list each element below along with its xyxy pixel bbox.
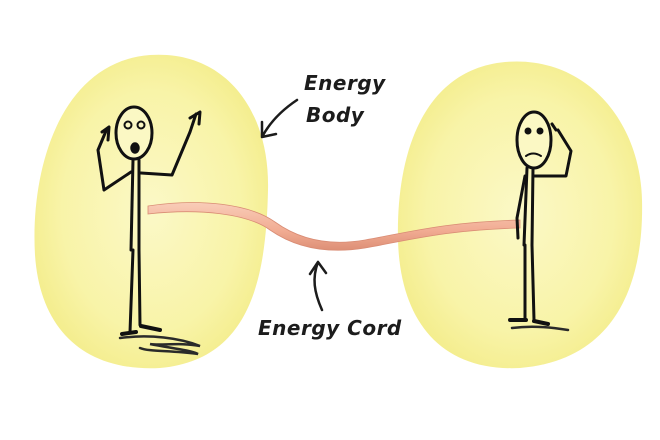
energy-cord-label: Energy Cord bbox=[258, 316, 402, 340]
energy-body-label-line1: Energy bbox=[304, 71, 386, 95]
right-energy-body bbox=[397, 61, 643, 369]
right-figure-shadow bbox=[510, 325, 570, 332]
energy-body-arrow bbox=[260, 98, 299, 139]
left-stick-figure bbox=[96, 105, 202, 336]
left-figure-shadow bbox=[118, 335, 201, 356]
energy-cord-arrow bbox=[308, 260, 328, 312]
right-stick-figure bbox=[508, 110, 573, 326]
energy-cord bbox=[147, 202, 521, 251]
energy-body-label-line2: Body bbox=[306, 103, 365, 127]
